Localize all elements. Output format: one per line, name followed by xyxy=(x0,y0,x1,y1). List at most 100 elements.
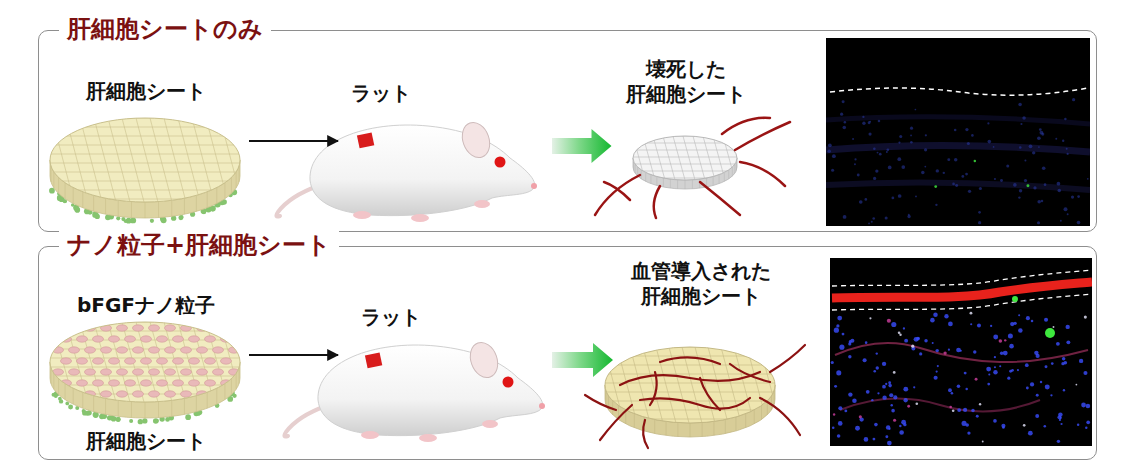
nanoparticle xyxy=(117,347,128,353)
nanoparticle xyxy=(101,391,112,397)
sheet-grid xyxy=(216,388,217,404)
nanoparticle xyxy=(117,325,128,331)
stained-nucleus xyxy=(978,211,981,214)
sheet-grid xyxy=(685,180,686,189)
stained-nucleus xyxy=(919,352,922,355)
stained-nucleus xyxy=(1064,118,1066,120)
stained-nucleus xyxy=(834,385,837,388)
sheet-grid xyxy=(645,172,646,181)
stained-nucleus xyxy=(963,408,967,412)
nanoparticle xyxy=(213,325,224,331)
stained-nucleus xyxy=(836,370,841,375)
stained-nucleus xyxy=(947,158,950,161)
stained-nucleus xyxy=(936,169,939,172)
sheet-grid xyxy=(224,384,225,400)
nanoparticle xyxy=(165,325,176,331)
stained-nucleus xyxy=(1026,316,1030,320)
illustration-part xyxy=(24,118,46,202)
sheet-grid xyxy=(713,177,714,186)
stained-nucleus xyxy=(1086,404,1091,409)
illustration-part xyxy=(50,163,240,164)
stained-nucleus xyxy=(1031,320,1034,323)
stained-nucleus xyxy=(975,378,978,381)
stained-nucleus xyxy=(979,403,981,405)
nanoparticle xyxy=(213,369,224,375)
sheet-grid xyxy=(231,177,232,193)
stained-nucleus xyxy=(837,434,841,438)
stained-nucleus xyxy=(844,409,847,412)
sheet-grid xyxy=(73,188,74,204)
stained-nucleus xyxy=(873,148,876,151)
stained-nucleus xyxy=(893,419,896,422)
sheet-grid xyxy=(677,423,678,437)
sheet-grid xyxy=(145,202,146,218)
block-arrow xyxy=(552,343,613,377)
nanoparticle xyxy=(181,391,192,397)
rat-figure xyxy=(276,119,537,222)
stained-nucleus xyxy=(1064,361,1068,365)
figure-label: bFGFナノ粒子 xyxy=(77,293,215,318)
stained-nucleus xyxy=(1036,394,1039,397)
sheet-grid xyxy=(196,396,197,412)
illustration-part xyxy=(826,117,1090,124)
stained-nucleus xyxy=(1010,322,1014,326)
sheet-grid xyxy=(131,202,132,218)
stained-nucleus xyxy=(827,150,830,153)
block-arrow xyxy=(552,129,612,163)
stained-nucleus xyxy=(1077,424,1079,426)
cell-dot xyxy=(82,410,87,415)
nanoparticle xyxy=(101,347,112,353)
stained-nucleus xyxy=(987,122,989,124)
stained-nucleus xyxy=(1023,424,1026,427)
illustration-part xyxy=(604,182,630,200)
illustration-part xyxy=(650,372,657,405)
sheet-grid xyxy=(82,392,83,408)
illustration-part xyxy=(10,322,32,402)
nanoparticle xyxy=(125,358,136,364)
stained-nucleus xyxy=(866,390,870,394)
sheet-grid xyxy=(171,200,172,216)
illustration-part xyxy=(735,122,790,150)
illustration-part xyxy=(620,372,760,385)
stained-nucleus xyxy=(1025,363,1029,367)
stained-nucleus xyxy=(897,157,901,161)
nanoparticle xyxy=(69,369,80,375)
stained-nucleus xyxy=(1020,123,1022,125)
stained-nucleus xyxy=(999,339,1003,343)
sheet-grid xyxy=(158,202,159,218)
stained-nucleus xyxy=(1032,151,1035,154)
nanoparticle xyxy=(189,380,200,386)
stained-nucleus xyxy=(891,409,895,413)
stained-nucleus xyxy=(976,415,979,418)
stained-nucleus xyxy=(951,392,954,395)
stained-nucleus xyxy=(1051,362,1054,365)
stained-nucleus xyxy=(952,183,955,186)
stained-nucleus xyxy=(840,113,843,116)
stained-nucleus xyxy=(833,413,835,415)
figure-label: 肝細胞シート xyxy=(86,79,206,104)
illustration-part xyxy=(1045,328,1055,338)
sheet-grid xyxy=(118,200,119,216)
nanoparticle xyxy=(189,336,200,342)
stained-nucleus xyxy=(852,399,856,403)
stained-nucleus xyxy=(962,421,967,426)
stained-nucleus xyxy=(986,367,991,372)
nanoparticle xyxy=(69,347,80,353)
stained-nucleus xyxy=(965,388,968,391)
illustration-part xyxy=(700,378,720,410)
stained-nucleus xyxy=(848,392,852,396)
stained-nucleus xyxy=(868,132,871,135)
stained-nucleus xyxy=(1053,326,1055,328)
stained-nucleus xyxy=(886,425,890,429)
illustration-part xyxy=(826,182,1090,190)
sheet-grid xyxy=(692,180,693,189)
sheet-grid xyxy=(656,177,657,186)
sheet-grid xyxy=(10,118,270,202)
stained-nucleus xyxy=(893,371,896,374)
stained-nucleus xyxy=(882,362,886,366)
stained-nucleus xyxy=(1034,351,1038,355)
nanoparticle xyxy=(101,369,112,375)
cell-dot xyxy=(68,404,73,409)
illustration-part xyxy=(633,136,645,180)
nanoparticle xyxy=(229,325,240,331)
